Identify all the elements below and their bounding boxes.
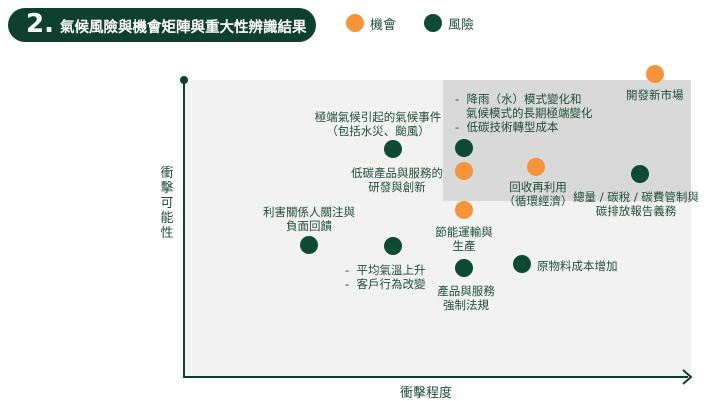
y-axis-label-char: 性: [160, 226, 174, 241]
section-title-pill: 2. 氣候風險與機會矩陣與重大性辨識結果: [8, 8, 316, 42]
legend-risk-dot: [424, 14, 442, 32]
label-rainfall-lowcarbon-tech: - 降雨（水）模式變化和 氣候模式的長期極端變化 - 低碳技術轉型成本: [455, 92, 593, 134]
x-axis-line: [183, 376, 688, 378]
legend-opportunity-dot: [346, 14, 364, 32]
label-regulation: 產品與服務 強制法規: [437, 284, 495, 312]
label-temperature: - 平均氣溫上升 - 客戶行為改變: [345, 263, 426, 291]
label-lowcarbon-products: 低碳產品與服務的 研發與創新: [351, 166, 443, 194]
risk-point-rainfall-lowcarbon-tech: [455, 139, 473, 157]
risk-point-carbon-tax: [631, 165, 649, 183]
label-raw-material: 原物料成本增加: [537, 259, 618, 273]
section-number: 2.: [26, 9, 54, 39]
risk-point-extreme-weather: [384, 140, 402, 158]
legend-item-risk: 風險: [424, 12, 474, 34]
y-axis-label-char: 能: [160, 211, 174, 226]
y-axis-label: 衝 擊 可 能 性: [158, 166, 176, 241]
high-materiality-zone: [443, 80, 691, 201]
label-energy-saving: 節能運輸與 生產: [435, 225, 493, 253]
risk-point-temperature: [384, 237, 402, 255]
legend-opportunity-label: 機會: [370, 17, 397, 33]
y-axis-line: [183, 80, 185, 377]
opportunity-point-new-market: [646, 65, 664, 83]
legend-risk-label: 風險: [448, 17, 475, 33]
opportunity-point-energy-saving: [455, 201, 473, 219]
y-axis-label-char: 擊: [160, 181, 174, 196]
x-axis-label: 衝擊程度: [400, 386, 453, 401]
risk-point-regulation: [455, 259, 473, 277]
section-title: 氣候風險與機會矩陣與重大性辨識結果: [60, 20, 307, 36]
legend-item-opportunity: 機會: [346, 12, 396, 34]
y-axis-label-char: 可: [160, 196, 174, 211]
x-axis-arrow-icon: [682, 369, 693, 385]
opportunity-point-recycling: [527, 158, 545, 176]
y-axis-label-char: 衝: [160, 166, 174, 181]
label-extreme-weather: 極端氣候引起的氣候事件 （包括水災、颱風）: [314, 110, 442, 138]
label-recycling: 回收再利用 （循環經濟）: [503, 180, 573, 208]
risk-point-stakeholder: [300, 236, 318, 254]
label-carbon-tax: 總量 / 碳稅 / 碳費管制與 碳排放報告義務: [573, 190, 699, 218]
label-new-market: 開發新市場: [626, 88, 684, 102]
y-axis-end-dot: [180, 76, 188, 84]
risk-point-raw-material: [513, 255, 531, 273]
label-stakeholder: 利害關係人關注與 負面回饋: [263, 205, 355, 233]
opportunity-point-lowcarbon-products: [455, 162, 473, 180]
